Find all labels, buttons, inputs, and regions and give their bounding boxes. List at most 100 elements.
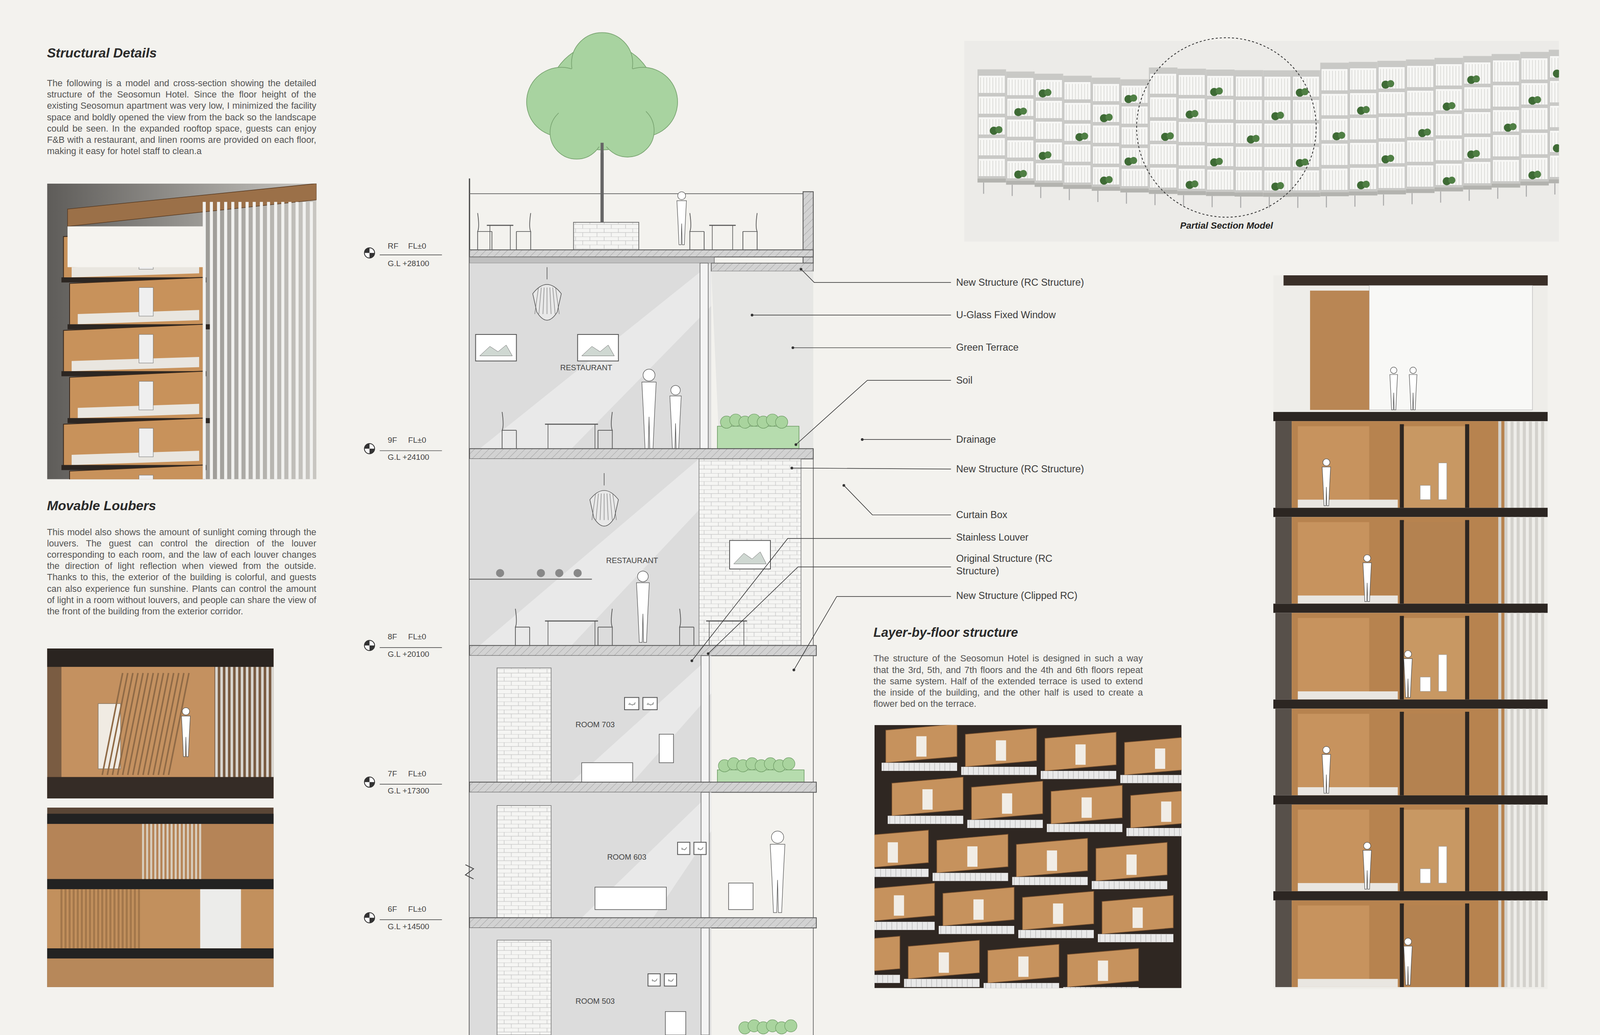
- balcony-bar: [1163, 75, 1165, 95]
- terrace-joint: [1131, 987, 1132, 989]
- louver-blade: [1498, 612, 1502, 700]
- pilotis: [1468, 189, 1470, 201]
- pilotis-shadow: [977, 178, 1007, 183]
- balcony-bar: [1243, 125, 1244, 144]
- plant: [1020, 170, 1028, 178]
- balcony-bar: [1265, 102, 1267, 121]
- balcony: [1007, 140, 1034, 158]
- balcony-bar: [1246, 78, 1248, 97]
- terrace-joint: [1155, 934, 1157, 943]
- room-box: [69, 277, 205, 329]
- balcony-bar: [1354, 120, 1355, 140]
- balcony-bar: [1201, 147, 1203, 166]
- balcony-bar: [1208, 101, 1210, 120]
- louver-blade: [240, 667, 244, 778]
- plant: [1166, 132, 1174, 140]
- balcony-bar: [1094, 85, 1095, 102]
- room-floor: [1297, 979, 1398, 988]
- balcony: [1035, 162, 1063, 181]
- balcony-bar: [1351, 144, 1353, 165]
- balcony-bar: [1484, 163, 1485, 184]
- level-label: FL±0: [408, 905, 427, 915]
- planter: [573, 222, 639, 250]
- balcony: [1549, 155, 1559, 178]
- section-model-photo: [964, 40, 1559, 242]
- balcony-bar: [1217, 171, 1219, 190]
- plant: [1191, 110, 1199, 118]
- balcony-bar: [1272, 148, 1273, 168]
- balcony-bar: [1310, 125, 1311, 144]
- balcony: [1378, 91, 1405, 114]
- terrace-joint: [974, 820, 975, 829]
- balcony-bar: [1477, 163, 1479, 184]
- balcony-bar: [1201, 123, 1203, 143]
- balcony-bar: [1354, 70, 1355, 90]
- louver-blade: [150, 824, 153, 880]
- louver-blade: [1528, 900, 1532, 988]
- brick-wall: [497, 668, 552, 783]
- terrace-joint: [1078, 771, 1079, 780]
- balcony: [1378, 116, 1405, 139]
- balcony-bar: [1503, 62, 1505, 82]
- u-glass: [701, 655, 710, 783]
- door: [893, 895, 904, 917]
- terrace-joint: [976, 926, 977, 935]
- terrace-joint: [1145, 934, 1146, 943]
- light-stripe: [153, 673, 174, 776]
- balcony-bar: [1398, 143, 1400, 164]
- balcony-bar: [1503, 161, 1505, 182]
- balcony-bar: [1157, 169, 1159, 188]
- pilotis: [1297, 196, 1299, 208]
- louver-blade: [154, 824, 157, 880]
- slab-band: [47, 879, 274, 890]
- balcony-bar: [1551, 132, 1553, 153]
- terrace-joint: [1099, 824, 1100, 833]
- balcony-bar: [980, 119, 981, 135]
- louver-blade: [1504, 900, 1508, 988]
- balcony-bar: [1278, 78, 1279, 98]
- terrace-joint: [945, 816, 946, 825]
- balcony-bar: [1112, 148, 1114, 165]
- callout-label: Drainage: [956, 433, 996, 446]
- balcony-bar: [1170, 99, 1171, 118]
- balcony-bar: [1538, 134, 1539, 155]
- chandelier-drop: [534, 287, 539, 315]
- balcony-bar: [1500, 137, 1501, 157]
- pilotis: [1097, 190, 1099, 203]
- leader-line: [752, 315, 951, 316]
- balcony-bar: [1287, 125, 1288, 144]
- balcony-bar: [1075, 167, 1076, 183]
- leader-dot: [794, 443, 798, 446]
- terrace-joint: [1040, 930, 1041, 939]
- balcony: [1092, 146, 1120, 165]
- balcony-bar: [1275, 78, 1276, 98]
- balcony: [1321, 93, 1348, 116]
- balcony-bar: [1300, 102, 1301, 121]
- balcony-bar: [1472, 114, 1473, 134]
- louver-blade: [1528, 612, 1532, 700]
- balcony-bar: [1315, 78, 1317, 97]
- balcony-bar: [1424, 167, 1425, 187]
- light-stripe: [158, 673, 179, 776]
- louver-blade: [85, 889, 88, 949]
- balcony-bar: [1172, 169, 1174, 188]
- balcony-bar: [1354, 169, 1355, 190]
- balcony-bar: [1154, 146, 1155, 165]
- pilotis: [1554, 183, 1555, 195]
- balcony-bar: [983, 119, 984, 135]
- terrace-joint: [1115, 934, 1116, 943]
- balcony-bar: [986, 98, 987, 115]
- balcony-bar: [1186, 76, 1187, 95]
- terrace-joint: [1165, 934, 1167, 943]
- louver-blade: [1504, 709, 1508, 796]
- plant: [1448, 102, 1456, 110]
- balcony-bar: [1386, 168, 1387, 189]
- roof-slab: [469, 250, 814, 258]
- room-floor: [1297, 595, 1398, 605]
- room-wall: [1291, 709, 1506, 796]
- leader-line: [862, 439, 951, 440]
- balcony-bar: [1297, 125, 1298, 144]
- louver-blade: [89, 889, 92, 949]
- balcony-bar: [1380, 69, 1381, 89]
